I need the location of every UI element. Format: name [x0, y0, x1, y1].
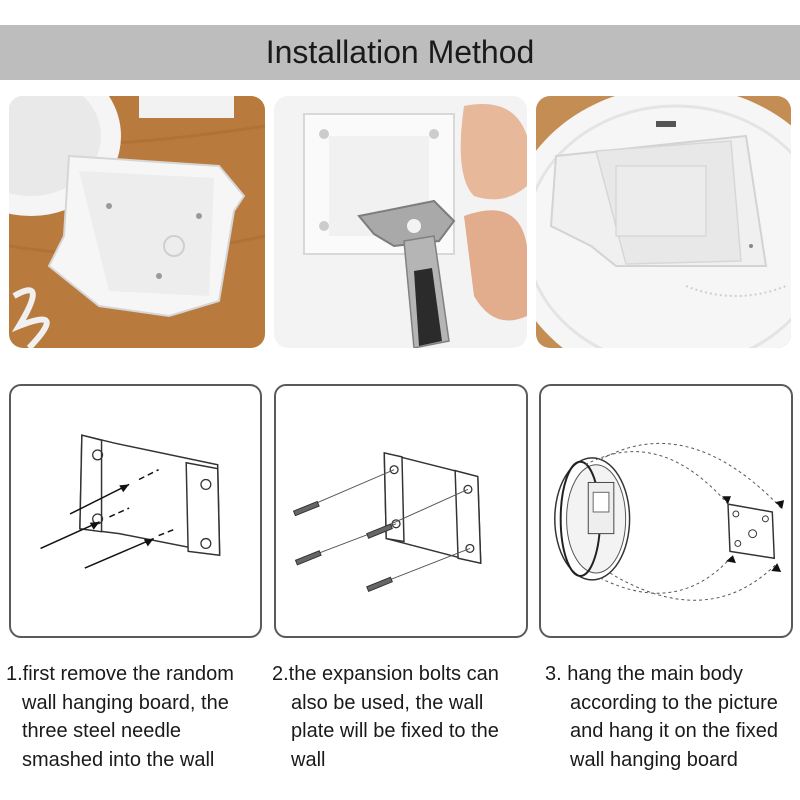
step-2-line-2: also be used, the wall — [291, 691, 484, 714]
step-1-caption: 1.first remove the random wall hanging b… — [6, 660, 268, 774]
bolt-diagram — [274, 384, 528, 638]
mounted-plate-photo — [536, 96, 791, 348]
step-2-caption: 2.the expansion bolts can also be used, … — [272, 660, 534, 774]
step-3-line-3: and hang it on the fixed — [570, 720, 778, 742]
step-3-line-4: wall hanging board — [570, 748, 738, 771]
needle-diagram — [9, 384, 262, 638]
hammer-photo — [274, 96, 527, 348]
step-1-line-1: 1.first remove the random — [6, 663, 234, 685]
step-3-caption: 3. hang the main body according to the p… — [545, 660, 797, 774]
hang-diagram — [539, 384, 793, 638]
step-2-line-4: wall — [291, 748, 326, 771]
step-1-line-2: wall hanging board, the — [22, 691, 229, 714]
step-2-line-1: 2.the expansion bolts can — [272, 663, 499, 685]
step-3-line-2: according to the picture — [570, 691, 778, 714]
step-3-line-1: 3. hang the main body — [545, 663, 743, 685]
wall-plate-photo — [9, 96, 265, 348]
title-banner: Installation Method — [0, 25, 800, 80]
step-2-line-3: plate will be fixed to the — [291, 720, 499, 742]
step-1-line-3: three steel needle — [22, 720, 182, 742]
page-title: Installation Method — [265, 34, 535, 70]
step-1-line-4: smashed into the wall — [22, 748, 215, 771]
